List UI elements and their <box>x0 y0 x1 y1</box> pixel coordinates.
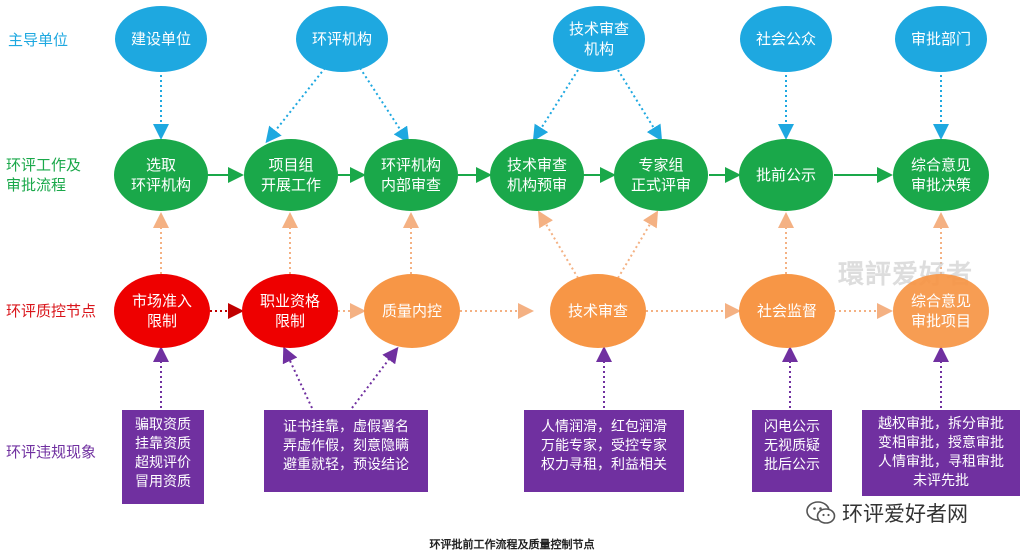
violation-box-3-line-1: 人情润滑，红包润滑 <box>541 419 667 435</box>
quality-node-4: 技术审查 <box>550 274 646 348</box>
connector-q4-n5 <box>617 210 659 279</box>
quality-node-4-label: 技术审查 <box>567 302 628 320</box>
violation-box-4-line-2: 无视质疑 <box>764 438 820 454</box>
violation-box-5: 越权审批，拆分审批 变相审批，授意审批 人情审批，寻租审批 未评先批 <box>862 410 1020 496</box>
quality-node-6-line-1: 综合意见 <box>910 292 971 310</box>
row-label-quality: 环评质控节点 <box>6 302 97 320</box>
violation-box-2-line-3: 避重就轻，预设结论 <box>283 457 409 473</box>
lead-node-jianshe: 建设单位 <box>115 6 207 72</box>
workflow-node-1-line-2: 环评机构 <box>130 176 191 194</box>
connector-huanping-n3 <box>359 67 410 144</box>
connector-v2-q2 <box>282 346 313 409</box>
workflow-node-3-line-1: 环评机构 <box>380 156 441 174</box>
violation-box-2: 证书挂靠，虚假署名 弄虚作假，刻意隐瞒 避重就轻，预设结论 <box>264 410 428 492</box>
violation-box-5-line-4: 未评先批 <box>913 473 969 489</box>
workflow-node-2-line-2: 开展工作 <box>260 176 321 194</box>
lead-node-shenpi: 审批部门 <box>895 6 987 72</box>
lead-node-shehui-label: 社会公众 <box>755 30 816 48</box>
lead-node-jishu-line-2: 机构 <box>583 40 614 58</box>
lead-node-jishu: 技术审查 机构 <box>553 6 645 72</box>
workflow-node-4-line-1: 技术审查 <box>506 156 567 174</box>
violation-box-2-line-2: 弄虚作假，刻意隐瞒 <box>283 438 409 454</box>
quality-node-5-label: 社会监督 <box>756 302 817 320</box>
workflow-node-3-line-2: 内部审查 <box>380 176 441 194</box>
violation-connectors <box>153 346 949 409</box>
violation-box-4-line-3: 批后公示 <box>764 457 820 473</box>
lead-node-huanping-label: 环评机构 <box>311 30 372 48</box>
violation-box-5-line-3: 人情审批，寻租审批 <box>878 454 1004 470</box>
lead-node-shehui: 社会公众 <box>740 6 832 72</box>
violation-box-1-line-2: 挂靠资质 <box>135 436 191 452</box>
workflow-node-5-line-2: 正式评审 <box>630 176 691 194</box>
violation-box-3-line-2: 万能专家，受控专家 <box>541 438 667 454</box>
diagram-caption: 环评批前工作流程及质量控制节点 <box>429 538 595 551</box>
brand: 环评爱好者网 <box>806 498 968 528</box>
connector-jishu-n4 <box>532 69 579 142</box>
connector-jishu-n5 <box>617 69 663 142</box>
violation-box-5-line-1: 越权审批，拆分审批 <box>878 416 1004 432</box>
quality-node-2-line-1: 职业资格 <box>259 292 320 310</box>
connector-huanping-n2 <box>265 67 326 144</box>
quality-node-1-line-2: 限制 <box>146 312 177 330</box>
quality-node-3: 质量内控 <box>364 274 460 348</box>
violation-box-1-line-1: 骗取资质 <box>135 417 191 433</box>
lead-node-shenpi-label: 审批部门 <box>910 30 971 48</box>
row-label-workflow-line-2: 审批流程 <box>6 176 67 194</box>
connector-q4-n4 <box>537 210 579 279</box>
brand-label: 环评爱好者网 <box>842 502 968 526</box>
workflow-node-5-line-1: 专家组 <box>638 156 684 174</box>
violation-box-1-line-3: 超规评价 <box>135 455 191 471</box>
lead-node-jishu-line-1: 技术审查 <box>568 20 629 38</box>
lead-node-huanping: 环评机构 <box>296 6 388 72</box>
quality-node-3-label: 质量内控 <box>381 302 442 320</box>
workflow-node-7-line-1: 综合意见 <box>910 156 971 174</box>
quality-node-5: 社会监督 <box>739 274 835 348</box>
workflow-node-7: 综合意见 审批决策 <box>893 139 989 211</box>
connector-v2-q3 <box>351 346 399 409</box>
workflow-node-6: 批前公示 <box>739 139 833 211</box>
violation-box-4-line-1: 闪电公示 <box>764 419 820 435</box>
quality-node-2-line-2: 限制 <box>274 312 305 330</box>
quality-node-6: 综合意见 审批项目 <box>893 274 989 348</box>
violation-box-2-line-1: 证书挂靠，虚假署名 <box>283 419 409 435</box>
workflow-node-7-line-2: 审批决策 <box>910 176 971 194</box>
workflow-node-3: 环评机构 内部审查 <box>364 139 458 211</box>
violation-box-1-line-4: 冒用资质 <box>135 474 191 490</box>
row-label-lead: 主导单位 <box>8 31 69 49</box>
violation-box-4: 闪电公示 无视质疑 批后公示 <box>752 410 832 492</box>
workflow-node-2: 项目组 开展工作 <box>244 139 338 211</box>
violation-box-1: 骗取资质 挂靠资质 超规评价 冒用资质 <box>122 410 204 504</box>
quality-connectors <box>153 210 949 319</box>
violation-box-3: 人情润滑，红包润滑 万能专家，受控专家 权力寻租，利益相关 <box>524 410 684 492</box>
row-label-workflow: 环评工作及 审批流程 <box>6 155 81 195</box>
workflow-node-5: 专家组 正式评审 <box>614 139 708 211</box>
row-label-workflow-line-1: 环评工作及 <box>6 156 82 174</box>
workflow-node-1: 选取 环评机构 <box>114 139 208 211</box>
quality-node-6-line-2: 审批项目 <box>910 312 971 330</box>
workflow-node-1-line-1: 选取 <box>145 156 176 174</box>
workflow-node-6-label: 批前公示 <box>755 166 816 184</box>
wechat-icon <box>806 501 836 524</box>
quality-node-1-line-1: 市场准入 <box>131 292 192 310</box>
lead-node-jianshe-label: 建设单位 <box>130 30 191 48</box>
workflow-node-4: 技术审查 机构预审 <box>490 139 584 211</box>
quality-node-2: 职业资格 限制 <box>242 274 338 348</box>
quality-node-1: 市场准入 限制 <box>114 274 210 348</box>
row-label-violation: 环评违规现象 <box>6 443 97 461</box>
violation-box-5-line-2: 变相审批，授意审批 <box>878 435 1004 451</box>
workflow-node-4-line-2: 机构预审 <box>506 176 567 194</box>
workflow-node-2-line-1: 项目组 <box>268 156 314 174</box>
lead-connectors <box>153 67 949 144</box>
violation-box-3-line-3: 权力寻租，利益相关 <box>541 457 667 473</box>
